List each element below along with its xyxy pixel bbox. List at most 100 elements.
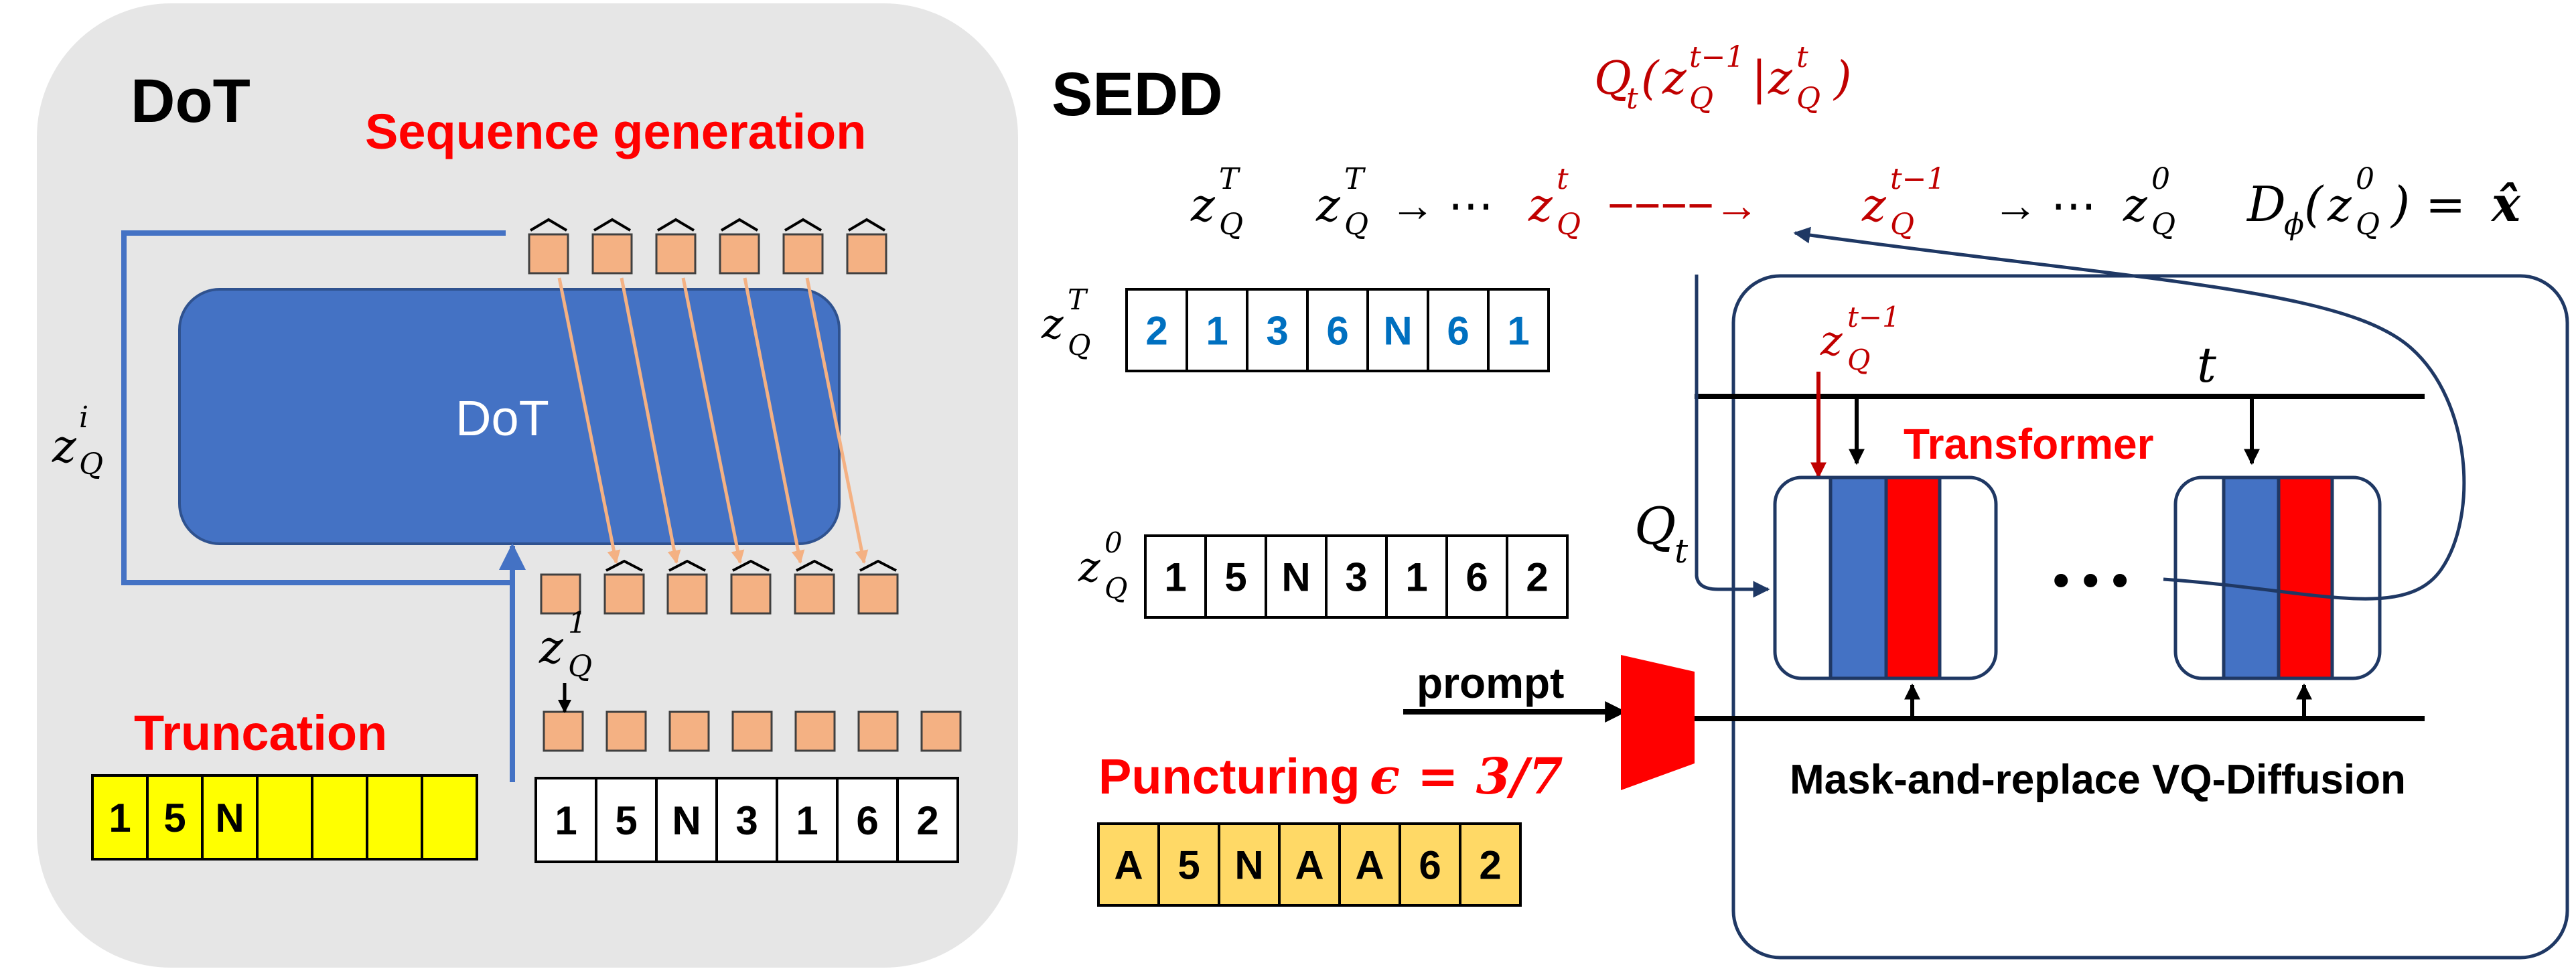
input-token [920, 711, 962, 752]
t-label: t [2197, 337, 2217, 393]
svg-text:Q: Q [79, 447, 103, 481]
truncation-row-cell [256, 774, 313, 861]
svg-text:Q: Q [1689, 82, 1713, 116]
chain-z-T: z T Q [1315, 162, 1368, 242]
chain-dashed-arrow: −−−−→ [1607, 180, 1760, 231]
svg-text:z: z [1662, 52, 1687, 105]
svg-text:6: 6 [1447, 309, 1469, 354]
dot-block-label: DoT [455, 390, 549, 446]
svg-text:2: 2 [1145, 309, 1167, 354]
svg-text:t: t [1557, 162, 1569, 196]
svg-text:6: 6 [1419, 843, 1441, 888]
z-T-row-cell: 1 [1487, 288, 1550, 372]
dot-input-row-cell: 5 [595, 777, 658, 863]
svg-text:t−1: t−1 [1847, 301, 1900, 333]
svg-text:t−1: t−1 [1689, 40, 1745, 74]
svg-text:Q: Q [568, 650, 592, 684]
dot-input-row-cell: N [655, 777, 718, 863]
svg-text:T: T [1068, 283, 1088, 316]
svg-text:3: 3 [735, 798, 758, 843]
svg-text:z: z [1768, 52, 1793, 105]
svg-text:z: z [1078, 542, 1100, 591]
svg-text:0: 0 [2356, 162, 2374, 196]
svg-text:1: 1 [109, 796, 131, 840]
truncation-label: Truncation [134, 705, 387, 761]
output-token-bottom [540, 573, 581, 615]
dot-title: DoT [131, 67, 251, 135]
input-token [668, 711, 710, 752]
generation-arrow [681, 277, 745, 564]
svg-text:3: 3 [1345, 555, 1367, 600]
svg-text:z: z [1820, 316, 1843, 365]
transformer-block-1 [1773, 475, 1998, 680]
z-0-row-cell: 6 [1445, 534, 1508, 619]
svg-text:6: 6 [856, 798, 878, 843]
truncation-row-cell: 1 [91, 774, 149, 861]
z-q-i-label: z i Q [52, 400, 103, 481]
chain-z-t-minus-1: z t−1 Q [1861, 162, 1946, 242]
chain-z-T-standalone: z T Q [1190, 162, 1243, 242]
svg-text:|: | [1751, 52, 1767, 105]
svg-text:2: 2 [1526, 555, 1548, 600]
truncation-row-cell: N [201, 774, 259, 861]
z-T-row-cell: 3 [1246, 288, 1309, 372]
generation-arrow [557, 277, 621, 564]
row-z-T-label: z T Q [1041, 283, 1090, 362]
attention-layer [2222, 475, 2281, 680]
q-transition-label: Q t ( z t−1 Q | z t Q ) [1594, 40, 1852, 116]
output-token-top [782, 218, 824, 275]
ffn-layer [1884, 475, 1942, 680]
svg-text:z: z [52, 421, 77, 473]
svg-text:t: t [1674, 532, 1689, 571]
svg-text:Q: Q [2356, 208, 2380, 242]
svg-text:t: t [1626, 82, 1638, 116]
svg-text:1: 1 [1164, 555, 1186, 600]
svg-text:i: i [79, 400, 88, 435]
diffusion-chain: z T Q z T Q → ⋯ z t Q −−−−→ z t−1 Q → ⋯ … [1190, 162, 2521, 242]
z-t-minus-1-input-label: z t−1 Q [1820, 301, 1900, 376]
svg-text:1: 1 [555, 798, 577, 843]
z-T-row-cell: 1 [1186, 288, 1248, 372]
z-0-row-cell: 5 [1204, 534, 1267, 619]
chain-z-0: z 0 Q [2123, 162, 2175, 242]
chain-arrow-1: → ⋯ [1390, 180, 1494, 231]
attention-layer [1829, 475, 1888, 680]
svg-text:1: 1 [1405, 555, 1427, 600]
puncturing-ratio: ϵ = 3/7 [1370, 748, 1563, 806]
svg-text:0: 0 [2151, 162, 2170, 196]
svg-text:1: 1 [796, 798, 818, 843]
sequence-generation-label: Sequence generation [365, 104, 866, 159]
svg-text:3: 3 [1266, 309, 1288, 354]
loop-back-curve [1793, 226, 2466, 601]
svg-text:1: 1 [1507, 309, 1529, 354]
sedd-title: SEDD [1052, 60, 1223, 129]
punctured-row-cell: 2 [1459, 822, 1522, 907]
z-T-row-cell: 2 [1125, 288, 1188, 372]
output-token-top [846, 218, 887, 275]
input-token [794, 711, 836, 752]
svg-text:z: z [1528, 179, 1553, 232]
punctured-row-cell: 6 [1399, 822, 1461, 907]
svg-text:N: N [215, 796, 244, 840]
generation-arrow [620, 277, 681, 564]
punctured-row-cell: 5 [1157, 822, 1220, 907]
feedback-loop-line [121, 230, 512, 585]
dot-input-row-cell: 1 [534, 777, 597, 863]
svg-text:t: t [1796, 40, 1808, 74]
generation-arrow [805, 277, 869, 564]
vq-diffusion-label: Mask-and-replace VQ-Diffusion [1790, 757, 2406, 803]
svg-text:Q: Q [1594, 52, 1632, 105]
svg-text:6: 6 [1326, 309, 1348, 354]
svg-text:2: 2 [916, 798, 938, 843]
svg-text:A: A [1295, 843, 1323, 888]
svg-text:t−1: t−1 [1890, 162, 1946, 196]
input-token [605, 711, 647, 752]
output-token-top [655, 218, 697, 275]
svg-text:Q: Q [1104, 572, 1127, 605]
puncturing-label: Puncturing [1098, 749, 1360, 804]
svg-text:z: z [539, 621, 564, 674]
